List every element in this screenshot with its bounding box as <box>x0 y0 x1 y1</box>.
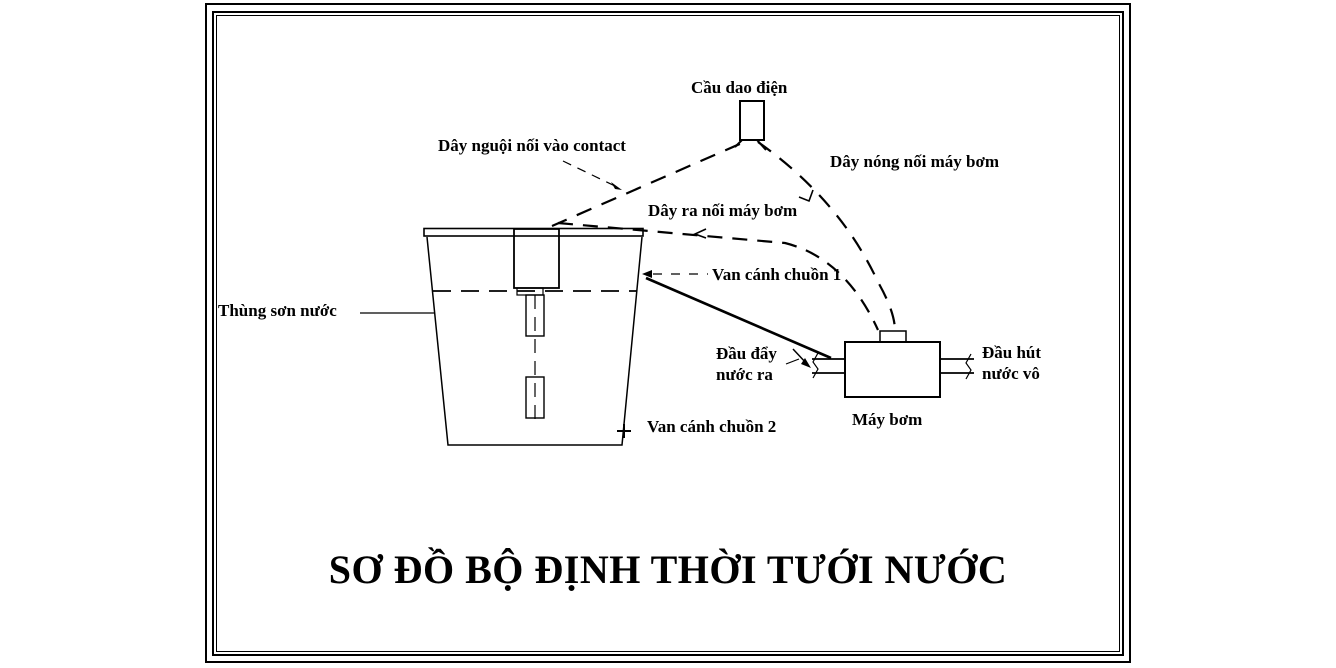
water-inlet-label: Đầu hút nước vô <box>982 343 1042 383</box>
wire-output-arrow-mark <box>692 228 707 239</box>
butterfly-valve-2-label: Van cánh chuồn 2 <box>647 417 777 436</box>
pump-label: Máy bơm <box>852 410 923 429</box>
output-wire-label: Dây ra nối máy bơm <box>648 201 798 220</box>
switch-label: Cầu dao điện <box>691 78 788 97</box>
float-contact-box-shape <box>513 228 560 289</box>
hose-line <box>645 276 832 360</box>
neutral-label-leader-arrow <box>611 182 622 190</box>
wire-output-dashed <box>557 221 879 331</box>
switch-box-shape <box>739 100 765 141</box>
wire-neutral-dashed <box>551 141 743 228</box>
butterfly-valve-1-label: Van cánh chuồn 1 <box>712 265 842 284</box>
frame-outer-border <box>205 3 1131 663</box>
frame-middle-border <box>212 11 1124 656</box>
float-upper-weight-shape <box>525 294 545 337</box>
neutral-label-leader <box>562 160 618 188</box>
outlet-pipe-break-mark <box>812 352 819 379</box>
wire-hot-arrow-mark <box>798 189 814 203</box>
valve1-leader-arrow <box>642 270 652 278</box>
neutral-wire-label: Dây nguội nối vào contact <box>438 136 626 155</box>
diagram-title: SƠ ĐỒ BỘ ĐỊNH THỜI TƯỚI NƯỚC <box>328 547 1008 592</box>
outlet-label-arrow-tick <box>785 358 800 365</box>
inlet-pipe-break-mark <box>965 353 972 380</box>
wire-hot-dashed <box>757 141 897 332</box>
outlet-label-arrow-head <box>801 358 811 368</box>
water-outlet-label: Đầu đẩy nước ra <box>716 344 777 384</box>
float-lower-weight-shape <box>525 376 545 419</box>
paint-tank-label: Thùng sơn nước <box>218 301 337 320</box>
frame-inner-border <box>216 15 1120 652</box>
hot-wire-label: Dây nóng nối máy bơm <box>830 152 1000 171</box>
tank-body-shape <box>426 236 643 446</box>
pump-body-shape <box>844 341 941 398</box>
pump-terminal-shape <box>879 330 907 343</box>
